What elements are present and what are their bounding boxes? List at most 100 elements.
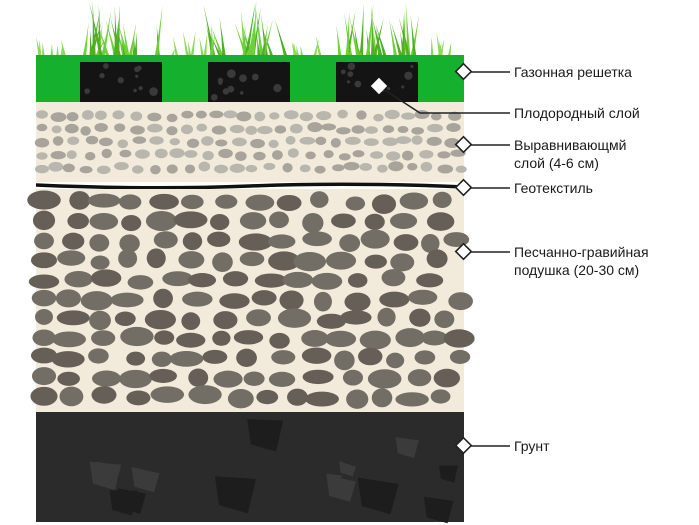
small-stone <box>51 125 62 134</box>
diamond-marker-lawn-grid <box>454 62 473 81</box>
small-stone <box>437 151 451 159</box>
grass-blade <box>292 42 299 58</box>
grass-blade <box>336 24 343 60</box>
small-stone <box>332 164 345 172</box>
grass-blade <box>133 31 138 60</box>
small-stone <box>36 110 48 119</box>
gravel-stone <box>87 193 121 208</box>
gravel-stone <box>325 330 357 348</box>
soil-grain <box>117 77 124 84</box>
small-stone <box>201 136 214 146</box>
diamond-marker-leveling <box>454 135 473 154</box>
grass-blade <box>242 23 247 60</box>
small-stone <box>236 111 252 122</box>
gravel-stone <box>367 369 402 389</box>
grass-blade <box>122 22 131 60</box>
small-stone <box>314 165 326 174</box>
small-stone <box>377 164 388 173</box>
gravel-stone <box>346 389 369 409</box>
small-stone <box>395 136 412 144</box>
grass-blade <box>389 19 399 60</box>
gravel-stone <box>64 271 93 288</box>
leader-fertile-layer <box>379 86 510 114</box>
leveling-stones <box>34 109 467 175</box>
grass-blade <box>41 42 45 58</box>
gravel-stone <box>34 232 54 250</box>
gravel-stone <box>449 349 471 364</box>
gravel-stone <box>293 252 327 272</box>
gravel-stone <box>432 191 452 208</box>
small-stone <box>321 123 337 131</box>
small-stone <box>149 136 164 145</box>
soil-grain <box>135 74 139 78</box>
small-stone <box>147 123 163 133</box>
gravel-stone <box>277 308 312 328</box>
small-stone <box>80 126 91 136</box>
gravel-stone <box>150 386 185 403</box>
small-stone <box>351 125 365 134</box>
grass-blade <box>364 2 374 60</box>
small-stone <box>166 113 178 123</box>
gravel-stone <box>316 313 346 329</box>
gravel-stone <box>282 271 314 288</box>
gravel-stone <box>254 273 288 288</box>
ground-rock <box>438 465 458 483</box>
small-stone <box>184 164 196 174</box>
diamond-marker-cushion <box>454 242 473 261</box>
small-stone <box>419 149 434 159</box>
small-stone <box>370 151 384 159</box>
small-stone <box>384 109 400 120</box>
cushion-stones <box>27 190 475 409</box>
small-stone <box>67 136 80 146</box>
gravel-stone <box>188 273 217 288</box>
gravel-stone <box>243 371 265 386</box>
small-stone <box>169 138 181 146</box>
soil-grain <box>273 84 282 93</box>
grass-blade <box>436 32 442 58</box>
small-stone <box>250 138 265 149</box>
soil-grain <box>136 65 142 71</box>
small-stone <box>323 150 334 159</box>
soil-grain <box>84 88 90 94</box>
gravel-stone <box>381 269 406 287</box>
grass-blade <box>210 23 215 60</box>
gravel-stone <box>371 194 397 214</box>
gravel-stone <box>182 291 213 307</box>
ground-rock <box>214 476 257 514</box>
small-stone <box>388 161 404 172</box>
small-stone <box>305 151 316 160</box>
gravel-stone <box>426 212 455 231</box>
gravel-stone <box>91 330 116 346</box>
gravel-stone <box>213 370 243 388</box>
grass-blade <box>371 16 384 60</box>
small-stone <box>62 163 75 173</box>
gravel-stone <box>301 347 332 364</box>
small-stone <box>426 136 442 147</box>
ground-rock <box>338 460 357 477</box>
grass-blade <box>391 22 404 60</box>
gravel-stone <box>162 271 193 287</box>
soil-grain <box>149 87 158 96</box>
gravel-stone <box>119 234 140 253</box>
gravel-stone <box>119 369 152 389</box>
small-stone <box>81 110 94 120</box>
gravel-stone <box>364 254 387 269</box>
small-stone <box>218 148 233 159</box>
gravel-stone <box>325 251 357 270</box>
small-stone <box>112 110 125 120</box>
gravel-stone <box>407 369 432 387</box>
small-stone <box>186 138 200 148</box>
gravel-stone <box>57 250 86 266</box>
gravel-stone <box>390 253 415 272</box>
small-stone <box>356 110 367 120</box>
gravel-stone <box>311 272 343 290</box>
gravel-stone <box>347 273 368 288</box>
label-geotextile: Геотекстиль <box>514 180 593 196</box>
gravel-stone <box>59 386 84 407</box>
small-stone <box>363 138 379 147</box>
soil-grain <box>227 69 236 79</box>
gravel-stone <box>364 213 385 231</box>
gravel-stone <box>212 252 233 272</box>
gravel-stone <box>448 292 473 311</box>
